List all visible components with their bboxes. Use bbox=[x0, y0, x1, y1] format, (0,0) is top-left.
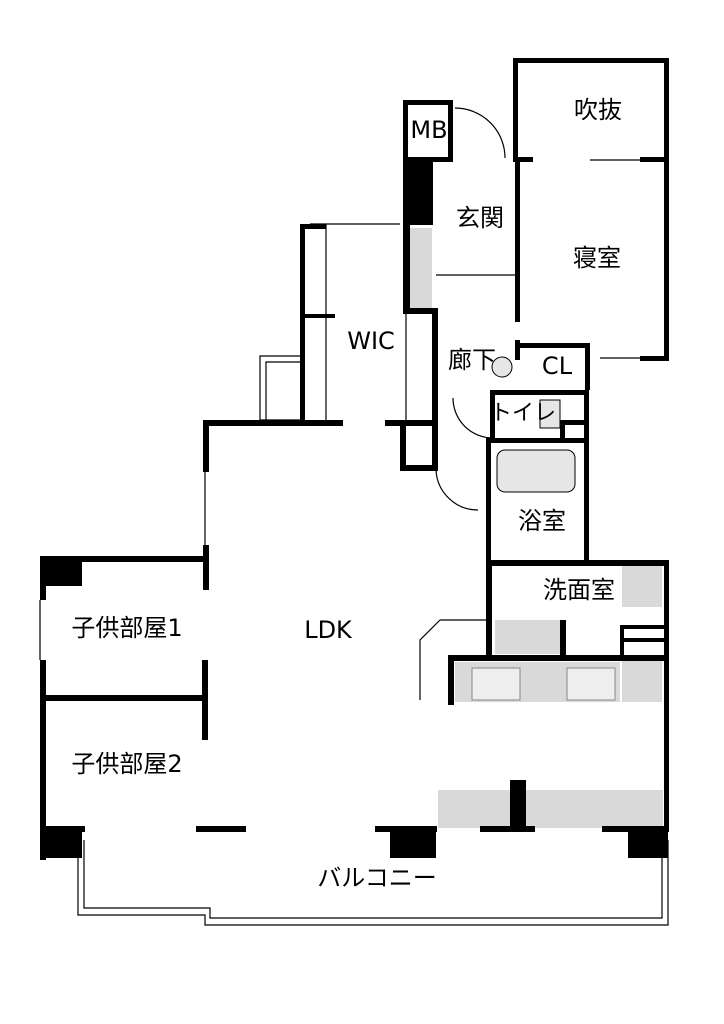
toilet-bowl bbox=[491, 356, 513, 378]
washroom-sink bbox=[495, 620, 565, 654]
label-shinshitsu: 寝室 bbox=[573, 244, 621, 272]
kitchen-island bbox=[438, 790, 663, 828]
bathtub bbox=[496, 449, 576, 493]
label-senmenjo: 洗面室 bbox=[543, 576, 615, 604]
label-wic: WIC bbox=[347, 327, 395, 355]
label-mb: MB bbox=[410, 116, 448, 144]
label-toilet: トイレ bbox=[489, 401, 557, 426]
label-genkan: 玄関 bbox=[456, 204, 504, 232]
kitchen-stove bbox=[566, 667, 616, 701]
fridge-space bbox=[622, 660, 662, 702]
toilet-fixture bbox=[539, 399, 561, 429]
label-balcony: バルコニー bbox=[317, 864, 437, 892]
entrance-step-fill bbox=[410, 228, 432, 308]
label-rouka: 廊下 bbox=[448, 346, 496, 374]
washing-machine bbox=[622, 565, 662, 607]
label-kodomo1: 子供部屋1 bbox=[71, 614, 183, 642]
label-fukinuke: 吹抜 bbox=[574, 96, 622, 124]
label-kodomo2: 子供部屋2 bbox=[71, 750, 183, 778]
corridor-door-swing bbox=[435, 469, 479, 511]
label-cl: CL bbox=[541, 352, 573, 380]
entrance-door-swing bbox=[454, 107, 506, 159]
label-yokushitsu: 浴室 bbox=[518, 507, 566, 535]
label-ldk: LDK bbox=[304, 616, 352, 644]
balcony-outline bbox=[77, 840, 669, 926]
kitchen-sink bbox=[471, 667, 521, 701]
